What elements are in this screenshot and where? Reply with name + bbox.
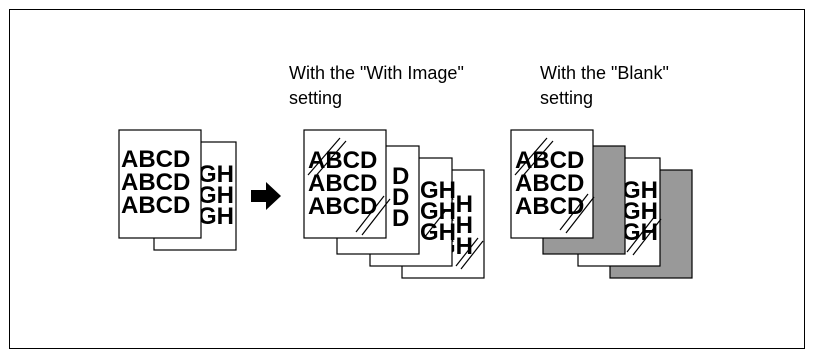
- blank-caption-line1: With the "Blank": [540, 63, 669, 83]
- diagram-canvas: GH GH GH ABCD ABCD ABCD GH GH GH GH GH G…: [118, 129, 693, 279]
- with-image-page-2-text-2: D: [392, 184, 409, 211]
- with-image-caption-line1: With the "With Image": [289, 63, 464, 83]
- with-image-page-2-text-1: D: [392, 163, 409, 190]
- arrow-icon: [251, 182, 281, 210]
- blank-page-3-text-3: GH: [622, 219, 658, 246]
- with-image-page-3-text-3: GH: [420, 219, 456, 246]
- blank-caption-line2: setting: [540, 88, 594, 108]
- original-front-text-2: ABCD: [121, 169, 190, 196]
- blank-pages-group: GH GH GH ABCD ABCD ABCD: [510, 129, 693, 279]
- with-image-slash-marks: [307, 137, 484, 270]
- with-image-page-1-text-2: ABCD: [308, 170, 377, 197]
- original-front-text-3: ABCD: [121, 192, 190, 219]
- blank-page-1: [510, 129, 594, 239]
- blank-caption: With the "Blank" setting: [540, 61, 669, 111]
- original-pages-group: GH GH GH ABCD ABCD ABCD: [118, 129, 237, 251]
- with-image-page-2-text-3: D: [392, 205, 409, 232]
- blank-page-1-text-2: ABCD: [515, 170, 584, 197]
- original-back-text-2: GH: [198, 182, 234, 209]
- with-image-pages-group: GH GH GH GH GH GH D D D ABCD ABCD ABCD: [303, 129, 485, 279]
- original-front-text-1: ABCD: [121, 146, 190, 173]
- original-back-text-1: GH: [198, 161, 234, 188]
- with-image-page-3-text-1: GH: [420, 177, 456, 204]
- original-front-page: [118, 129, 202, 239]
- with-image-caption: With the "With Image" setting: [289, 61, 464, 111]
- with-image-page-1-text-3: ABCD: [308, 193, 377, 220]
- blank-page-1-text-3: ABCD: [515, 193, 584, 220]
- with-image-caption-line2: setting: [289, 88, 343, 108]
- blank-page-3-text-1: GH: [622, 177, 658, 204]
- original-back-text-3: GH: [198, 203, 234, 230]
- blank-slash-marks: [514, 137, 662, 256]
- blank-page-1-text-1: ABCD: [515, 147, 584, 174]
- with-image-page-1-text-1: ABCD: [308, 147, 377, 174]
- with-image-page-1: [303, 129, 387, 239]
